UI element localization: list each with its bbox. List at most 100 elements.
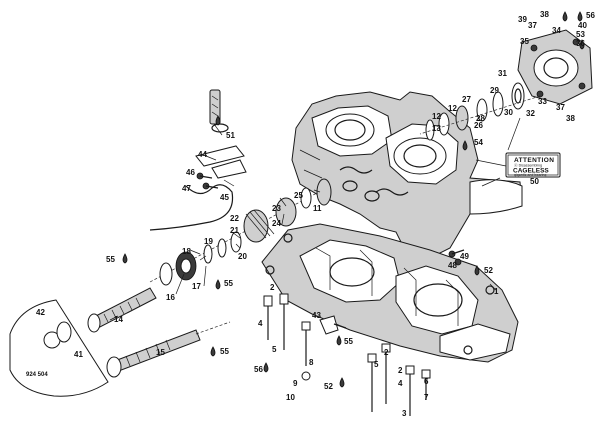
spring-clip-51 <box>209 89 229 133</box>
callout-42: 42 <box>36 308 45 317</box>
lower-crankcase <box>261 223 519 363</box>
callout-27: 27 <box>462 95 471 104</box>
callout-28: 28 <box>476 114 485 123</box>
callout-52: 52 <box>324 382 333 391</box>
callout-19: 19 <box>204 237 213 246</box>
callout-51: 51 <box>226 131 235 140</box>
lube-drop-icon <box>210 346 216 357</box>
callout-33: 33 <box>538 97 547 106</box>
callout-55: 55 <box>224 279 233 288</box>
callout-55: 55 <box>220 347 229 356</box>
callout-50: 50 <box>530 177 539 186</box>
bolt-column-4 <box>263 295 273 340</box>
callout-38: 38 <box>540 10 549 19</box>
fitting-43 <box>319 315 347 335</box>
upper-crankcase <box>291 91 523 259</box>
callout-47: 47 <box>182 184 191 193</box>
attention-tag-title: ATTENTION <box>514 157 554 164</box>
leader-lines <box>109 117 521 321</box>
callout-1: 1 <box>494 287 499 296</box>
callout-32: 32 <box>526 109 535 118</box>
callout-53: 53 <box>576 30 585 39</box>
callout-5: 5 <box>272 345 277 354</box>
callout-3: 3 <box>402 409 407 418</box>
lube-drop-icon <box>122 253 128 264</box>
callout-37: 37 <box>528 21 537 30</box>
callout-21: 21 <box>230 226 239 235</box>
studs-lower <box>367 343 431 416</box>
callout-4: 4 <box>398 379 403 388</box>
bracket-44 <box>149 145 247 231</box>
attention-tag-line1: ⓔ Disassembling <box>514 163 542 168</box>
lube-drop-icon <box>339 377 345 388</box>
callout-39: 39 <box>518 15 527 24</box>
stud-6-8 <box>301 321 311 381</box>
lube-drop-icon <box>462 140 468 151</box>
callout-12: 12 <box>448 104 457 113</box>
callout-2: 2 <box>384 348 389 357</box>
callout-44: 44 <box>198 150 207 159</box>
callout-15: 15 <box>156 348 165 357</box>
callout-18: 18 <box>182 247 191 256</box>
callout-35: 35 <box>520 37 529 46</box>
lube-drop-icon <box>562 11 568 22</box>
lube-drop-icon <box>336 335 342 346</box>
small-fittings-48-49 <box>448 249 465 266</box>
shaft-stack-right <box>419 82 541 141</box>
attention-tag-word: CAGELESS <box>513 168 549 175</box>
callout-40: 40 <box>578 21 587 30</box>
callout-54: 54 <box>474 138 483 147</box>
attention-tag-box <box>505 152 561 178</box>
lube-drop-icon <box>577 11 583 22</box>
callout-10: 10 <box>286 393 295 402</box>
callout-20: 20 <box>238 252 247 261</box>
callout-9: 9 <box>293 379 298 388</box>
bolt-column-5 <box>279 293 289 350</box>
callout-55: 55 <box>344 337 353 346</box>
bolts-46-47 <box>196 172 219 190</box>
callout-52: 52 <box>484 266 493 275</box>
callout-48: 48 <box>448 261 457 270</box>
lube-drop-icon <box>215 279 221 290</box>
callout-23: 23 <box>272 204 281 213</box>
callout-55: 55 <box>106 255 115 264</box>
callout-37: 37 <box>556 103 565 112</box>
callout-12: 12 <box>432 112 441 121</box>
callout-45: 45 <box>220 193 229 202</box>
callout-56: 56 <box>254 365 263 374</box>
callout-16: 16 <box>166 293 175 302</box>
callout-49: 49 <box>460 252 469 261</box>
lube-drop-icon <box>579 39 585 50</box>
callout-38: 38 <box>566 114 575 123</box>
callout-43: 43 <box>312 311 321 320</box>
callout-2: 2 <box>398 366 403 375</box>
rotary-valve-cover <box>517 29 593 105</box>
shaft-14 <box>87 287 157 333</box>
callout-13: 13 <box>432 124 441 133</box>
lube-drop-icon <box>263 362 269 373</box>
callout-labels: 1 2 2 2 3 4 4 5 5 6 7 8 9 10 11 12 12 13… <box>36 10 595 418</box>
callout-8: 8 <box>309 358 314 367</box>
callout-41: 41 <box>74 350 83 359</box>
lube-drop-icon <box>474 265 480 276</box>
callout-11: 11 <box>313 204 322 213</box>
callout-31: 31 <box>498 69 507 78</box>
callout-24: 24 <box>272 219 281 228</box>
callout-46: 46 <box>186 168 195 177</box>
attention-tag: ATTENTION ⓔ Disassembling CAGELESS gigan… <box>475 152 561 178</box>
callout-4: 4 <box>258 319 263 328</box>
callout-7: 7 <box>424 393 429 402</box>
callout-2: 2 <box>270 283 275 292</box>
gear-stack <box>149 178 332 286</box>
callout-17: 17 <box>192 282 201 291</box>
callout-56: 56 <box>586 11 595 20</box>
callout-5: 5 <box>374 360 379 369</box>
callout-22: 22 <box>230 214 239 223</box>
callout-26: 26 <box>474 121 483 130</box>
shaft-15 <box>106 321 231 378</box>
callout-14: 14 <box>114 315 123 324</box>
lube-drop-icons <box>122 11 585 388</box>
shield-plate-42: 924 504 <box>9 299 109 397</box>
